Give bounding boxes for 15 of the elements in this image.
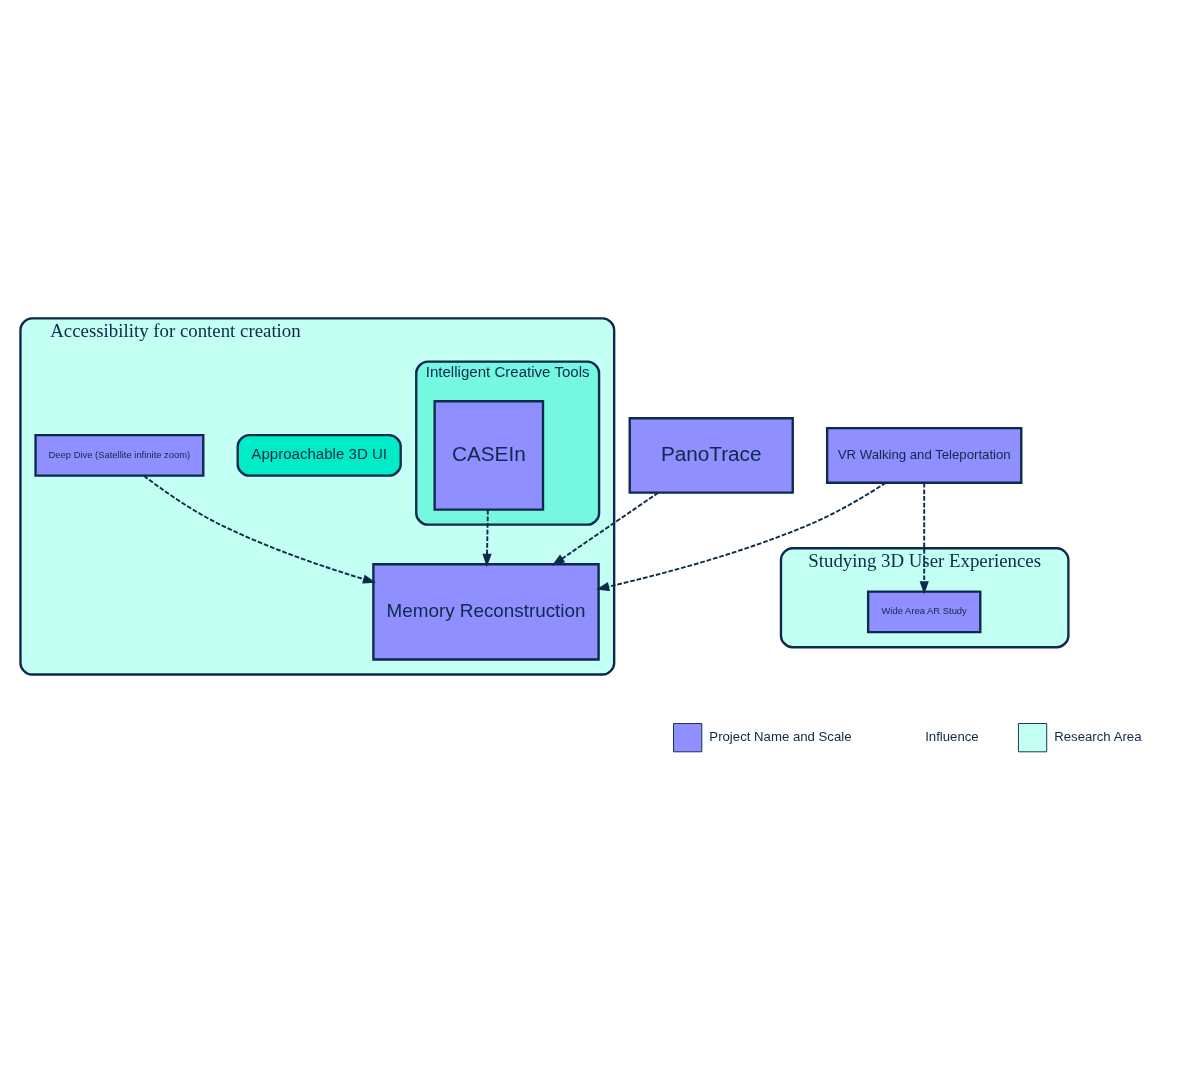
node-box: PanoTrace: [628, 417, 794, 494]
node-box: Wide Area AR Study: [866, 590, 982, 634]
node-box: CASEIn: [433, 400, 545, 511]
arrow: [142, 474, 377, 584]
node-box: VR Walking and Teleportation: [825, 426, 1023, 484]
legend-label: Influence: [925, 729, 979, 745]
legend-label: Project Name and Scale: [709, 729, 852, 745]
arrow: [482, 509, 492, 567]
legend-label: Research Area: [1054, 729, 1142, 745]
node-box: Deep Dive (Satellite infinite zoom): [34, 434, 205, 477]
arrow: [919, 482, 929, 595]
arrow: [551, 491, 660, 566]
node-box: Approachable 3D UI: [236, 434, 402, 477]
node-box: Memory Reconstruction: [372, 563, 600, 661]
arrow: [596, 481, 887, 592]
